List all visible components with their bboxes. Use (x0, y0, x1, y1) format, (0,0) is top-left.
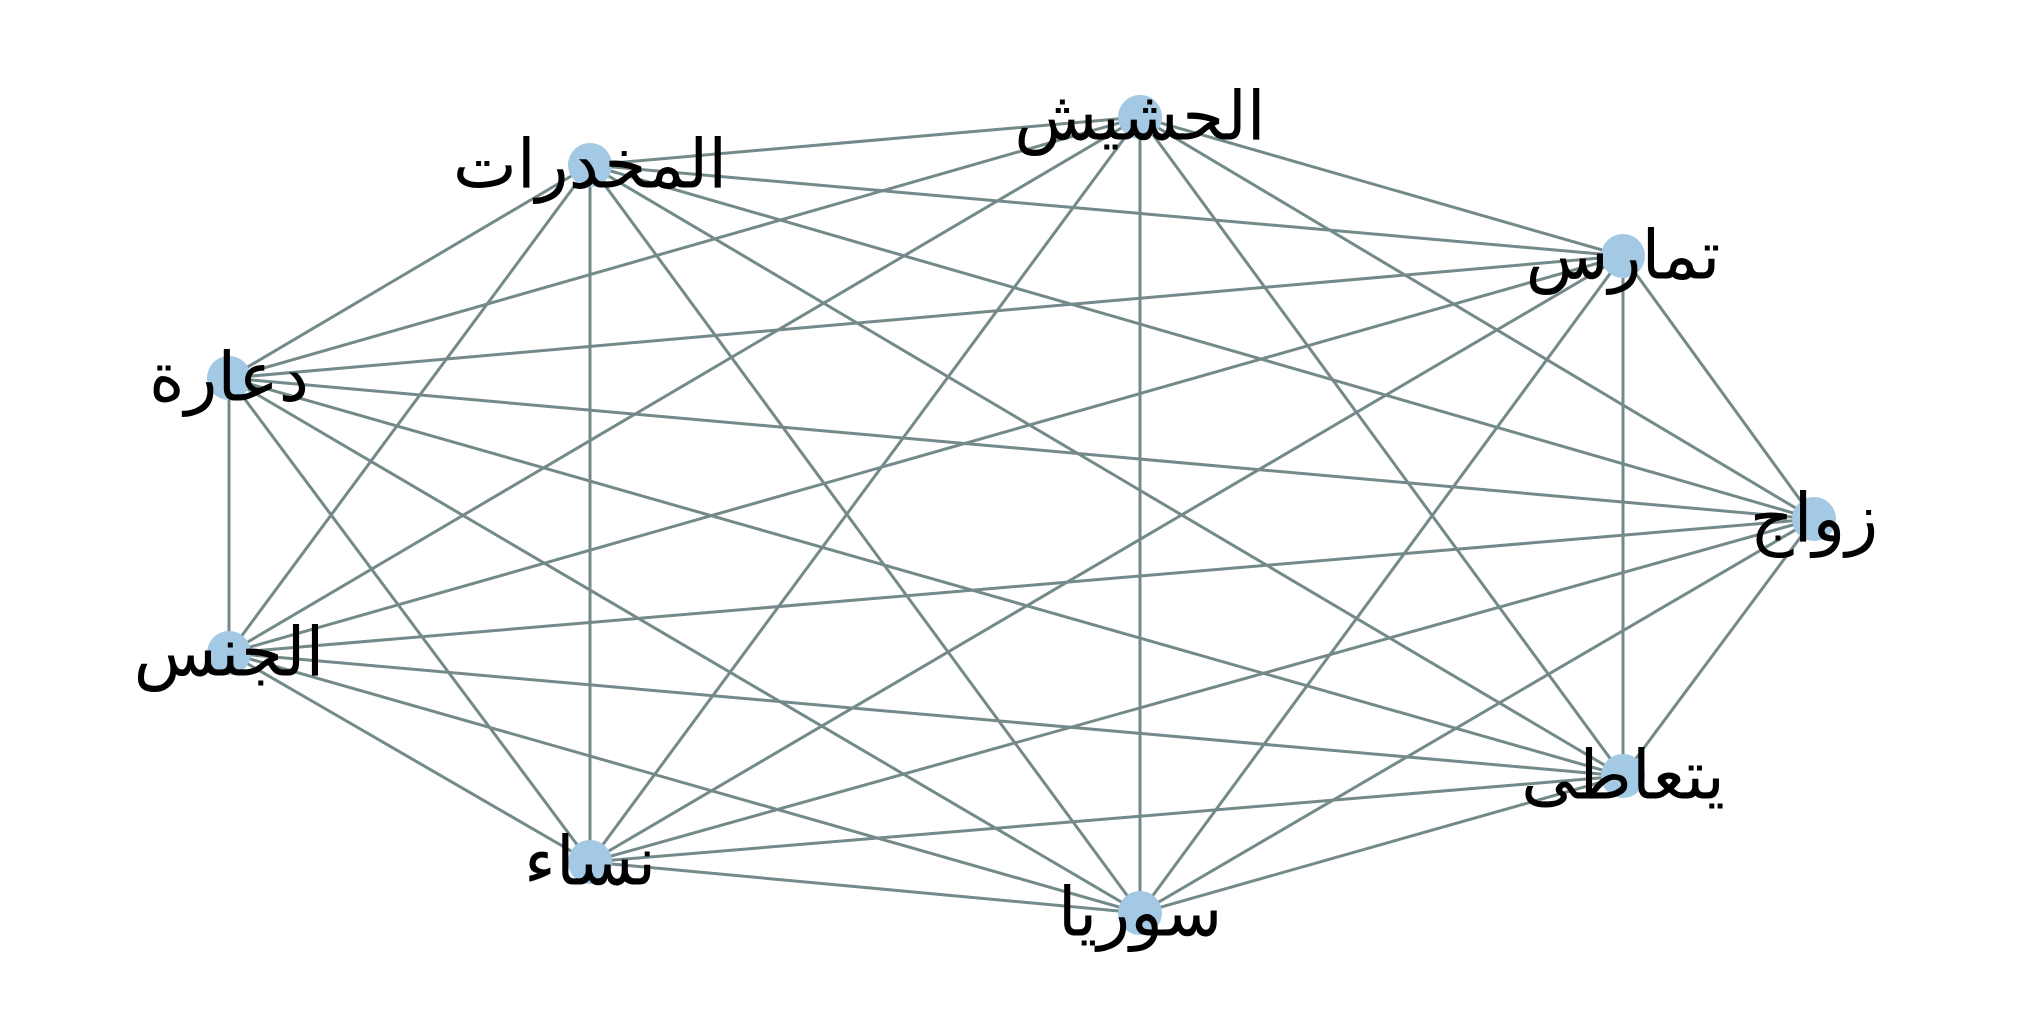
node-label-suria: سوريا (1058, 874, 1223, 953)
edge-tamaras-nisaa (589, 254, 1624, 864)
edge-jins-yataata (228, 651, 1624, 778)
edge-mukhaddirat-yataata (589, 163, 1624, 778)
edge-hashish-mukhaddirat (589, 115, 1141, 167)
edge-hashish-jins (228, 115, 1141, 655)
node-nisaa (568, 840, 612, 884)
node-label-yataata: يتعاطى (1521, 737, 1725, 816)
edge-mukhaddirat-zawaj (589, 163, 1815, 521)
edge-jins-suria (228, 651, 1141, 915)
edge-mukhaddirat-jins (227, 164, 592, 654)
edge-tamaras-suria (1138, 255, 1625, 914)
node-label-hashish: الحشيش (1014, 78, 1265, 157)
edge-tamaras-jins (228, 254, 1624, 655)
edge-daara-zawaj (228, 376, 1815, 521)
edge-zawaj-yataata (1621, 518, 1816, 777)
node-label-tamaras: تمارس (1526, 217, 1721, 296)
node-tamaras (1601, 234, 1645, 278)
labels-layer: الحشيش المخدرات تمارس دعارة زواج الجنس يتعاطى ن… (134, 78, 1879, 953)
edges-layer (227, 115, 1816, 915)
edge-yataata-suria (1139, 774, 1624, 915)
node-jins (207, 631, 251, 675)
edge-tamaras-daara (228, 254, 1624, 380)
node-daara (207, 356, 251, 400)
edge-zawaj-jins (228, 517, 1815, 655)
node-label-daara: دعارة (149, 339, 309, 418)
edge-hashish-zawaj (1139, 115, 1815, 521)
edge-zawaj-suria (1139, 517, 1815, 915)
edge-daara-yataata (228, 376, 1624, 778)
edge-mukhaddirat-tamaras (589, 163, 1624, 258)
node-label-zawaj: زواج (1750, 480, 1878, 559)
edge-jins-nisaa (228, 651, 591, 864)
edge-nisaa-suria (589, 860, 1141, 915)
edge-mukhaddirat-daara (228, 163, 591, 380)
nodes-layer (207, 95, 1836, 935)
node-hashish (1118, 95, 1162, 139)
edge-hashish-yataata (1138, 116, 1625, 777)
edge-hashish-daara (228, 115, 1141, 380)
edge-yataata-nisaa (589, 774, 1624, 864)
node-label-jins: الجنس (134, 614, 325, 693)
edge-mukhaddirat-suria (588, 164, 1142, 914)
edge-daara-suria (228, 376, 1141, 915)
node-suria (1118, 891, 1162, 935)
node-mukhaddirat (568, 143, 612, 187)
node-label-nisaa: نساء (524, 823, 656, 902)
node-yataata (1601, 754, 1645, 798)
node-label-mukhaddirat: المخدرات (453, 126, 727, 205)
edge-hashish-nisaa (588, 116, 1142, 863)
edge-daara-nisaa (227, 377, 592, 863)
node-zawaj (1792, 497, 1836, 541)
edge-tamaras-zawaj (1621, 255, 1816, 520)
edge-hashish-tamaras (1139, 115, 1624, 258)
edge-zawaj-nisaa (589, 517, 1815, 864)
